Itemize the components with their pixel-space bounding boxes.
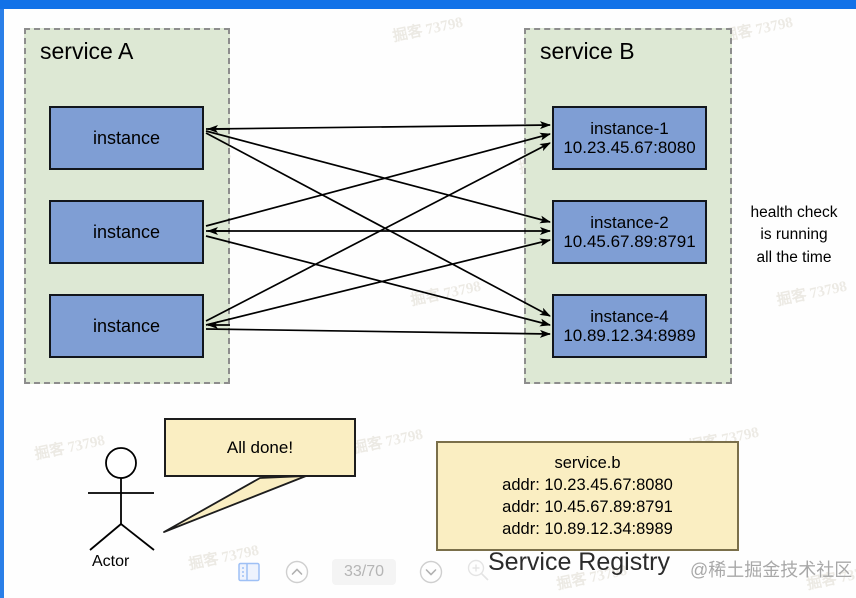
service-b-title: service B bbox=[540, 38, 635, 64]
registry-address-1: addr: 10.23.45.67:8080 bbox=[502, 475, 673, 494]
service-b-instance-1[interactable]: instance-1 10.23.45.67:8080 bbox=[552, 106, 707, 170]
instance-name: instance-1 bbox=[590, 118, 669, 138]
page-indicator[interactable]: 33/70 bbox=[332, 559, 397, 585]
service-a-instance-2[interactable]: instance bbox=[49, 200, 204, 264]
speech-bubble: All done! bbox=[164, 418, 356, 477]
instance-name: instance-4 bbox=[590, 306, 669, 326]
actor-figure bbox=[88, 447, 155, 551]
zoom-in-icon[interactable] bbox=[466, 558, 490, 582]
instance-address: 10.23.45.67:8080 bbox=[563, 138, 696, 157]
actor-leg-right bbox=[120, 523, 155, 551]
chevron-down-icon[interactable] bbox=[418, 559, 444, 585]
left-accent-bar bbox=[0, 9, 4, 598]
instance-name: instance-2 bbox=[590, 212, 669, 232]
health-note-line-2: is running bbox=[760, 226, 828, 244]
actor-label: Actor bbox=[92, 553, 130, 570]
registry-service-name: service.b bbox=[554, 453, 621, 472]
speech-bubble-tail bbox=[163, 475, 307, 533]
service-b-instance-2[interactable]: instance-2 10.45.67.89:8791 bbox=[552, 200, 707, 264]
health-check-note: health check is running all the time bbox=[738, 202, 850, 269]
instance-name: instance bbox=[92, 315, 161, 336]
instance-name: instance bbox=[92, 127, 161, 148]
instance-address: 10.45.67.89:8791 bbox=[563, 232, 696, 251]
top-accent-bar bbox=[0, 0, 856, 9]
service-registry-label: Service Registry bbox=[488, 548, 670, 576]
health-note-line-1: health check bbox=[750, 204, 838, 221]
service-a-instance-1[interactable]: instance bbox=[49, 106, 204, 170]
actor-leg-left bbox=[89, 523, 122, 551]
sidebar-toggle-icon[interactable] bbox=[236, 559, 262, 585]
speech-bubble-text: All done! bbox=[226, 437, 294, 457]
service-registry-card: service.b addr: 10.23.45.67:8080 addr: 1… bbox=[436, 441, 739, 551]
health-note-line-3: all the time bbox=[756, 248, 832, 266]
registry-address-2: addr: 10.45.67.89:8791 bbox=[502, 498, 673, 516]
source-watermark: @稀土掘金技术社区 bbox=[690, 560, 853, 580]
instance-address: 10.89.12.34:8989 bbox=[563, 326, 696, 345]
actor-head-icon bbox=[105, 447, 137, 479]
service-a-instance-3[interactable]: instance bbox=[49, 294, 204, 358]
registry-address-3: addr: 10.89.12.34:8989 bbox=[502, 520, 673, 539]
chevron-up-icon[interactable] bbox=[284, 559, 310, 585]
instance-name: instance bbox=[92, 221, 161, 242]
viewer-toolbar: 33/70 bbox=[236, 549, 536, 595]
service-a-title: service A bbox=[40, 38, 134, 64]
service-b-instance-4[interactable]: instance-4 10.89.12.34:8989 bbox=[552, 294, 707, 358]
